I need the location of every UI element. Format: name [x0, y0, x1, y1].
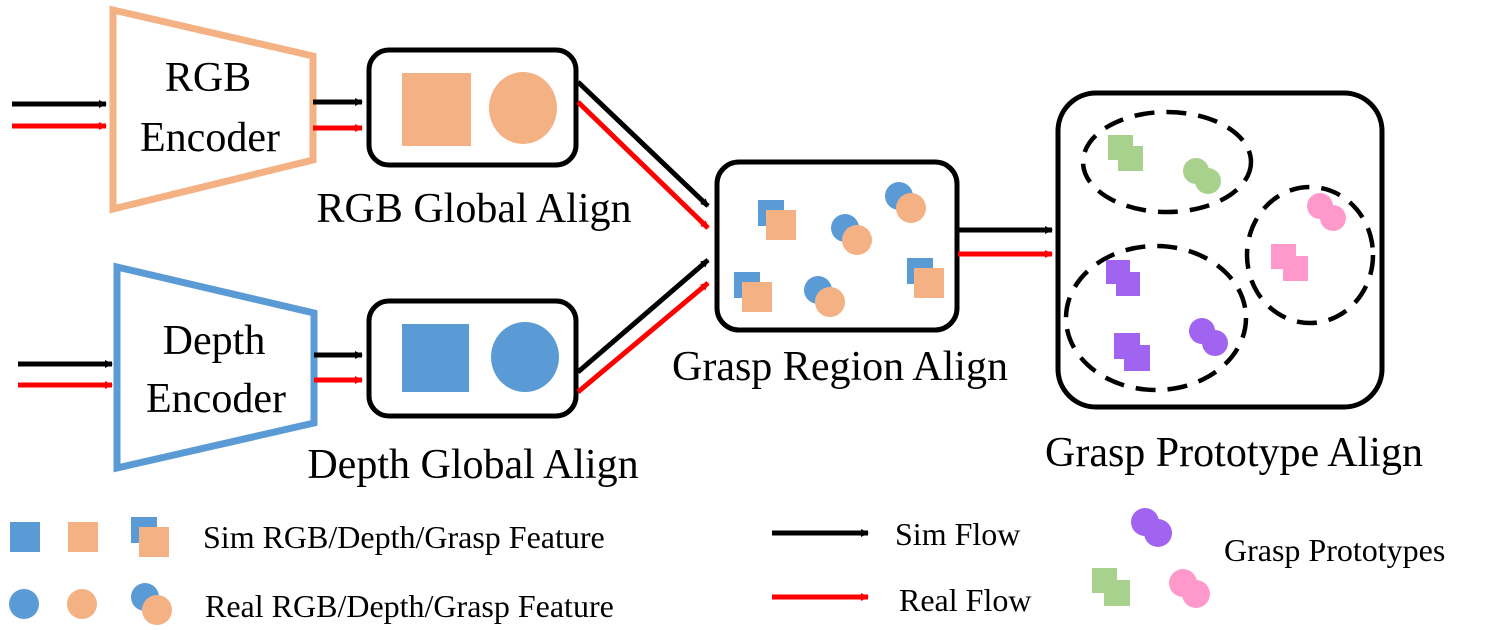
purple-sim-prototype: [1106, 260, 1140, 296]
pink-prototype-cluster: [1244, 184, 1376, 326]
sim-depth-feature-square: [402, 324, 469, 392]
purple-prototype-cluster: [1063, 243, 1249, 393]
green-real-prototype: [1183, 158, 1221, 194]
real-grasp-feature: [885, 182, 926, 223]
rgb-encoder-label-line2: Encoder: [140, 115, 280, 161]
depth-input-arrows: [18, 360, 113, 389]
sim-rgb-feature-square: [402, 73, 471, 146]
real-depth-feature-circle: [491, 322, 559, 392]
legend-sim-feature-label: Sim RGB/Depth/Grasp Feature: [203, 519, 605, 555]
grasp-prototype-align-box: [1055, 90, 1385, 410]
rgb-encoder: RGB Encoder: [109, 5, 317, 214]
legend: Sim RGB/Depth/Grasp Feature Real RGB/Dep…: [9, 508, 1445, 625]
rgb-input-arrows: [12, 100, 107, 130]
real-flow-arrow: [576, 281, 710, 394]
legend-real-depth-circle: [9, 589, 39, 619]
pink-real-prototype: [1307, 193, 1346, 231]
legend-real-rgb-circle: [67, 589, 97, 619]
purple-real-prototype: [1189, 318, 1228, 356]
legend-sim-rgb-square: [68, 522, 98, 552]
real-grasp-feature: [831, 214, 872, 255]
sim-flow-arrow: [576, 80, 710, 208]
grasp-prototype-align-label: Grasp Prototype Align: [1045, 430, 1423, 476]
legend-real-flow-label: Real Flow: [899, 582, 1031, 618]
depth-encoder-label-line2: Encoder: [146, 376, 286, 422]
green-sim-prototype: [1108, 135, 1143, 171]
pink-sim-prototype: [1271, 244, 1308, 281]
depth-global-align-label: Depth Global Align: [307, 442, 638, 488]
legend-grasp-prototypes-label: Grasp Prototypes: [1224, 532, 1445, 568]
grasp-region-align-label: Grasp Region Align: [672, 344, 1008, 390]
real-rgb-feature-circle: [489, 72, 557, 144]
grasp-prototype-align: Grasp Prototype Align: [1045, 90, 1423, 476]
real-grasp-feature: [804, 276, 845, 317]
green-prototype-cluster: [1080, 109, 1254, 215]
real-flow-arrow: [576, 100, 710, 230]
sim-grasp-feature: [907, 258, 944, 298]
legend-sim-flow-label: Sim Flow: [895, 516, 1020, 552]
depth-encoder: Depth Encoder: [113, 262, 318, 473]
purple-sim-prototype: [1114, 333, 1150, 371]
legend-real-feature-label: Real RGB/Depth/Grasp Feature: [205, 588, 614, 624]
sim-grasp-feature: [758, 200, 796, 240]
rgb-encoder-shape: [109, 5, 317, 214]
legend-pink-prototype-icon: [1169, 569, 1210, 608]
sim-grasp-feature: [734, 272, 772, 312]
legend-sim-grasp-square: [131, 517, 169, 557]
legend-purple-prototype-icon: [1131, 508, 1172, 547]
depth-encoder-shape: [113, 262, 318, 473]
sim-flow-arrow: [576, 258, 710, 374]
legend-real-grasp-circle: [131, 583, 172, 625]
rgb-global-align-label: RGB Global Align: [316, 186, 631, 232]
grasp-region-align: Grasp Region Align: [672, 159, 1008, 390]
legend-sim-depth-square: [10, 522, 40, 552]
depth-global-align: Depth Global Align: [307, 298, 639, 488]
rgb-encoder-label-line1: RGB: [165, 55, 251, 101]
depth-encoder-label-line1: Depth: [163, 318, 266, 364]
rgb-global-align: RGB Global Align: [316, 47, 632, 232]
legend-green-prototype-icon: [1092, 568, 1130, 606]
